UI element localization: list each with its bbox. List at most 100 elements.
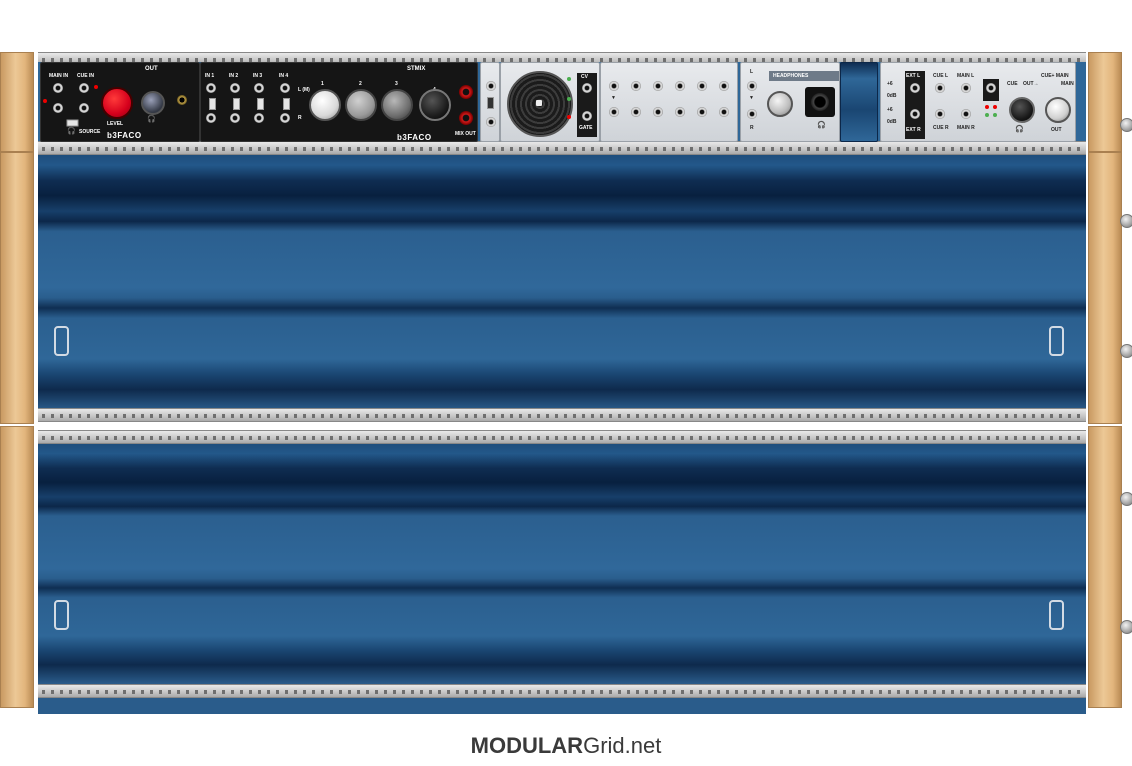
jack-l[interactable]: [747, 81, 757, 91]
jack-ext-l[interactable]: [910, 83, 920, 93]
led: [43, 99, 47, 103]
rail: [38, 408, 1086, 422]
jack-cue-in-r[interactable]: [79, 103, 89, 113]
arrow-down-icon: ▼: [749, 95, 754, 101]
jack[interactable]: [486, 81, 496, 91]
jack-phones-out[interactable]: [177, 95, 187, 105]
jack[interactable]: [675, 107, 685, 117]
jack[interactable]: [697, 107, 707, 117]
label-cue-main: CUE+ MAIN: [1041, 73, 1069, 79]
jack-ext-r[interactable]: [910, 109, 920, 119]
jack-r[interactable]: [747, 109, 757, 119]
jack-main-in-r[interactable]: [53, 103, 63, 113]
jack-in2-r[interactable]: [230, 113, 240, 123]
volume-knob[interactable]: [767, 91, 793, 117]
input-switch[interactable]: [209, 98, 216, 110]
mix-knob-4[interactable]: [419, 89, 451, 121]
circular-display[interactable]: [507, 71, 573, 137]
source-switch[interactable]: [66, 119, 79, 127]
label-l: L: [750, 69, 754, 75]
label-main-in: MAIN IN: [49, 73, 69, 79]
cue-knob[interactable]: [1009, 97, 1035, 123]
jack-cue-l[interactable]: [935, 83, 945, 93]
left-wood-panel-top: [0, 52, 34, 152]
headphones-icon: 🎧: [67, 128, 76, 135]
module-out[interactable]: OUT MAIN IN CUE IN 🎧 SOURCE LEVEL 🎧 b3FA…: [40, 62, 200, 142]
brand-logo: b3FACO: [397, 133, 432, 142]
toggle-switch[interactable]: [487, 97, 494, 109]
jack[interactable]: [486, 117, 496, 127]
jack-in2-l[interactable]: [230, 83, 240, 93]
mix-knob-1[interactable]: [309, 89, 341, 121]
input-switch[interactable]: [233, 98, 240, 110]
jack-cue-r[interactable]: [935, 109, 945, 119]
label-plus6: +6: [887, 107, 893, 113]
jack[interactable]: [653, 107, 663, 117]
jack-in4-l[interactable]: [280, 83, 290, 93]
jack[interactable]: [675, 81, 685, 91]
input-switch[interactable]: [283, 98, 290, 110]
jack[interactable]: [631, 81, 641, 91]
label-cue: CUE: [1007, 81, 1018, 87]
rail-bottom: [38, 684, 1086, 698]
jack-main-l[interactable]: [961, 83, 971, 93]
jack[interactable]: [653, 81, 663, 91]
jack[interactable]: [631, 107, 641, 117]
mix-knob-2[interactable]: [345, 89, 377, 121]
screw-icon: [1120, 118, 1132, 132]
module-utility[interactable]: [480, 62, 500, 142]
jack-in4-r[interactable]: [280, 113, 290, 123]
jack-phones[interactable]: [811, 93, 829, 111]
jack[interactable]: [719, 81, 729, 91]
jack-in1-r[interactable]: [206, 113, 216, 123]
label-main: MAIN: [1061, 81, 1074, 87]
label-0db: 0dB: [887, 119, 897, 125]
phones-knob[interactable]: [141, 91, 165, 115]
jack-main-in-l[interactable]: [53, 83, 63, 93]
arrow-down-icon: ▼: [611, 95, 616, 101]
jack[interactable]: [609, 81, 619, 91]
module-round-sequencer[interactable]: CV GATE: [500, 62, 600, 142]
module-title: OUT: [145, 66, 158, 72]
led: [536, 100, 542, 106]
jack-in3-l[interactable]: [254, 83, 264, 93]
jack[interactable]: [697, 81, 707, 91]
module-stmix[interactable]: STMIX IN 1 IN 2 IN 3 IN 4 L (M) R 1 2 3 …: [200, 62, 478, 142]
module-title: STMIX: [407, 66, 426, 72]
blank-panel: [840, 62, 878, 142]
label-knob-3: 3: [395, 81, 398, 87]
jack-main-r[interactable]: [961, 109, 971, 119]
logo-rest: Grid.net: [583, 733, 662, 758]
jack-gate[interactable]: [582, 111, 592, 121]
jack-cv[interactable]: [582, 83, 592, 93]
jack[interactable]: [719, 107, 729, 117]
headphones-icon: 🎧: [147, 116, 156, 123]
jack-phones[interactable]: [986, 83, 996, 93]
jack-cue-in-l[interactable]: [79, 83, 89, 93]
jack-in3-r[interactable]: [254, 113, 264, 123]
led: [567, 97, 571, 101]
headphones-icon: 🎧: [817, 122, 826, 129]
out-knob[interactable]: [1045, 97, 1071, 123]
module-headphones[interactable]: L ▼ R HEADPHONES 🎧: [740, 62, 840, 142]
screw-icon: [1120, 492, 1132, 506]
jack-mix-out-r[interactable]: [459, 111, 473, 125]
label-main-r: MAIN R: [957, 125, 975, 131]
label-main-l: MAIN L: [957, 73, 975, 79]
right-wood-panel-bottom: [1088, 426, 1122, 708]
level-knob[interactable]: [101, 87, 133, 119]
module-multiple[interactable]: ▼: [600, 62, 738, 142]
led: [567, 77, 571, 81]
jack-mix-out-l[interactable]: [459, 85, 473, 99]
label-mix-out: MIX OUT: [455, 131, 476, 137]
label-l-m: L (M): [298, 87, 310, 93]
module-cue-mixer[interactable]: +6 0dB +6 0dB EXT L EXT R CUE L CUE R MA…: [880, 62, 1076, 142]
logo-bold: MODULAR: [470, 733, 584, 758]
jack[interactable]: [609, 107, 619, 117]
label-knob-1: 1: [321, 81, 324, 87]
label-0db: 0dB: [887, 93, 897, 99]
input-switch[interactable]: [257, 98, 264, 110]
mix-knob-3[interactable]: [381, 89, 413, 121]
label-cue-l: CUE L: [933, 73, 948, 79]
jack-in1-l[interactable]: [206, 83, 216, 93]
